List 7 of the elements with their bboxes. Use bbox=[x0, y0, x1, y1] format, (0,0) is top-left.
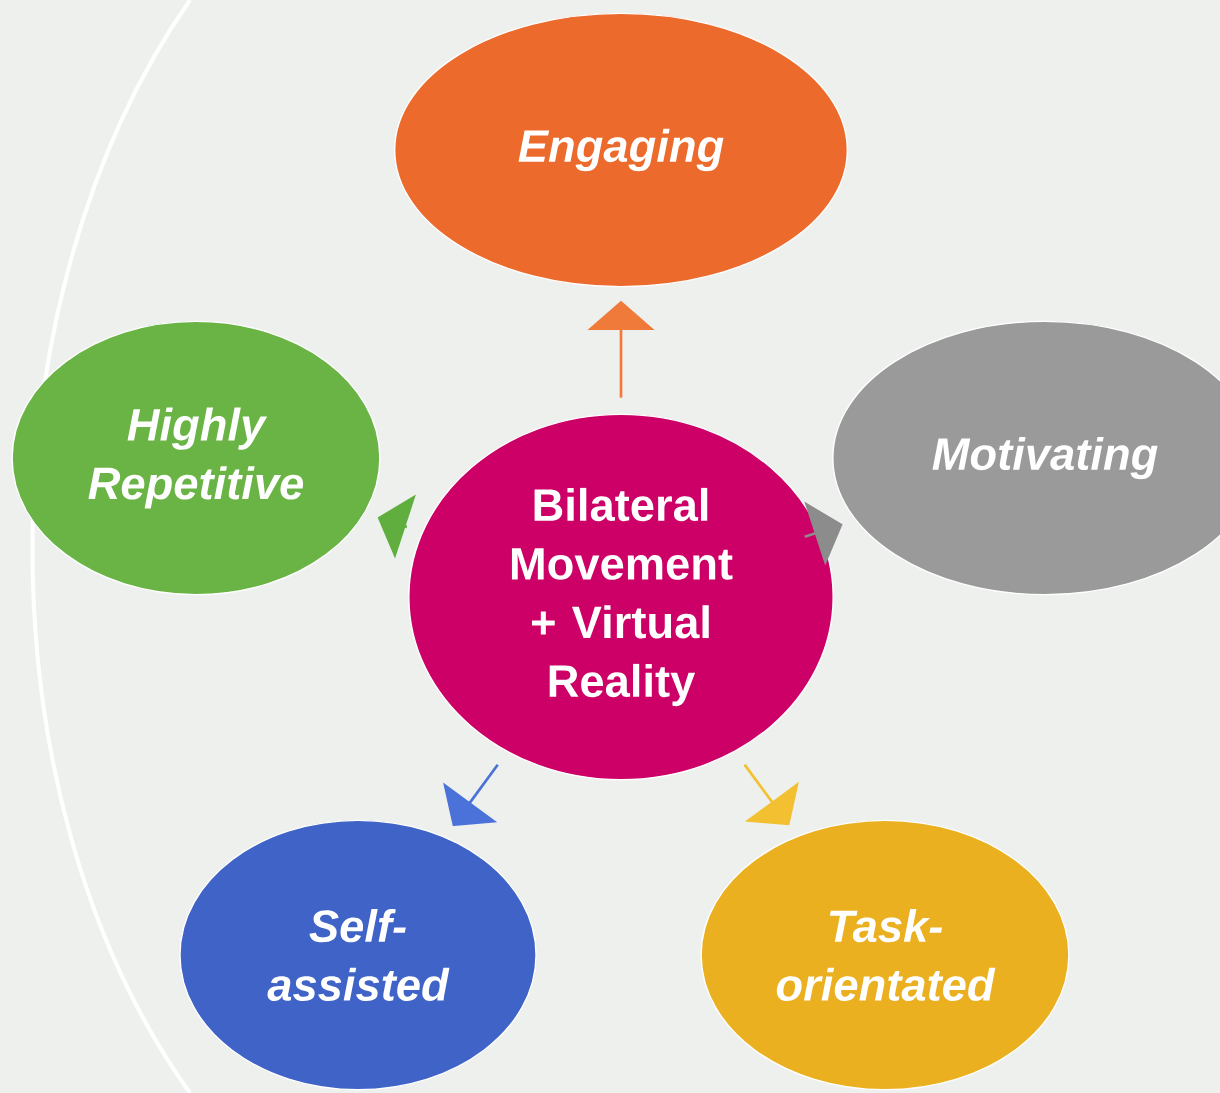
ellipse-node: Motivating bbox=[832, 320, 1220, 596]
block-arrow bbox=[743, 763, 799, 826]
ellipse-node: Engaging bbox=[394, 12, 848, 288]
block-arrow bbox=[443, 764, 499, 826]
ellipse-node: Highly Repetitive bbox=[11, 320, 381, 596]
ellipse-node: Self-assisted bbox=[179, 819, 537, 1091]
ellipse-node: Task-orientated bbox=[700, 819, 1070, 1091]
